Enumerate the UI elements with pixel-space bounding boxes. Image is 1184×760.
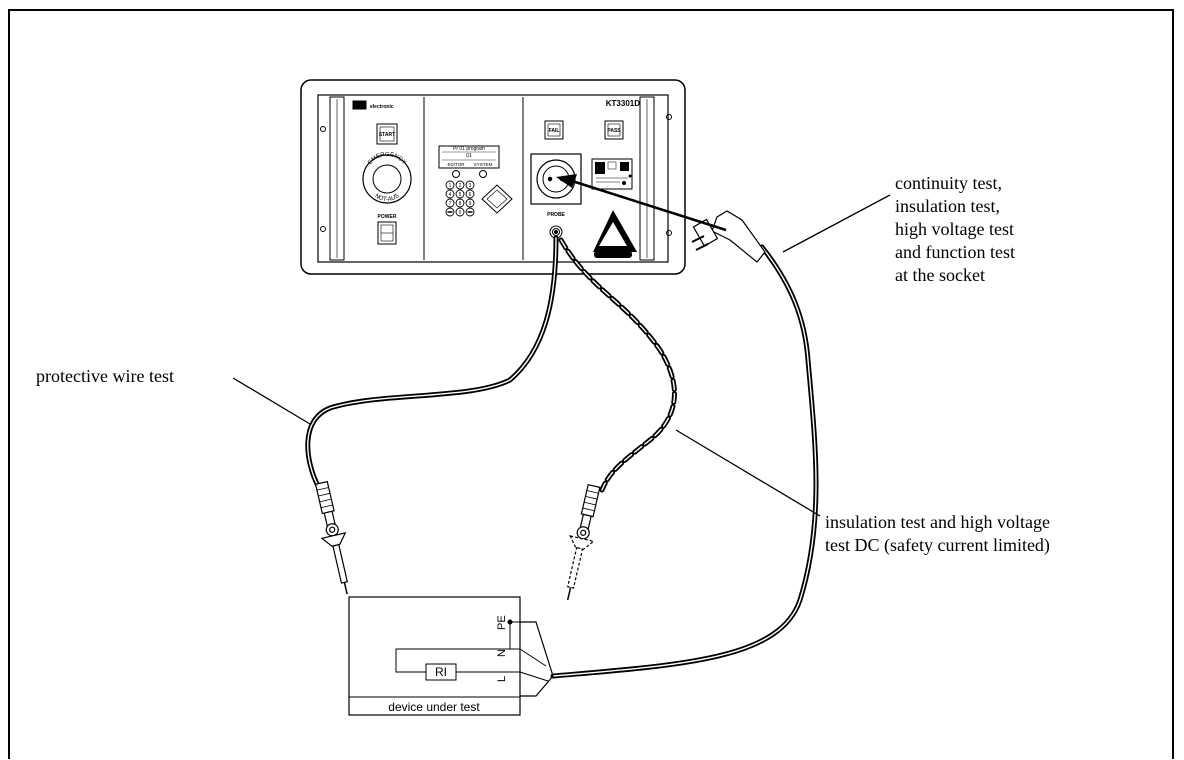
power-switch bbox=[377, 221, 397, 245]
diagram-frame bbox=[8, 9, 1174, 759]
brand-logo bbox=[352, 100, 367, 110]
keypad-key bbox=[445, 189, 455, 199]
terminal-pe: PE bbox=[496, 615, 508, 630]
protective-leader-line bbox=[232, 377, 311, 425]
device-under-test: device under test RI PE N L bbox=[348, 596, 554, 716]
keypad-key-label: 0 bbox=[459, 210, 462, 216]
mounting-hole bbox=[320, 126, 326, 132]
display-line-1: Pr 01 program bbox=[453, 146, 485, 152]
keypad: 1 2 3 4 5 6 7 8 9 0 bbox=[445, 180, 475, 217]
keypad-key bbox=[445, 207, 455, 217]
keypad-key bbox=[445, 198, 455, 208]
fail-label: FAIL bbox=[549, 128, 560, 134]
model-label: KT3301D bbox=[606, 99, 640, 108]
insulation-callout-line: test DC (safety current limited) bbox=[825, 535, 1050, 556]
mains-plug bbox=[691, 210, 766, 263]
socket-callout: continuity test, insulation test, high v… bbox=[895, 173, 1019, 285]
keypad-key-label: 4 bbox=[449, 192, 452, 198]
insulation-leader-line bbox=[675, 429, 821, 517]
test-instrument: electronic START EMERGENCY NOT-AUS POWER… bbox=[300, 79, 686, 275]
mounting-hole bbox=[666, 114, 672, 120]
editor-key bbox=[452, 170, 460, 178]
dut-caption: device under test bbox=[388, 700, 480, 714]
cables bbox=[305, 235, 819, 679]
keypad-key-label: 1 bbox=[449, 183, 452, 189]
mounting-hole bbox=[666, 230, 672, 236]
keypad-key-label: 8 bbox=[459, 201, 462, 207]
system-key-label: SYSTEM bbox=[474, 162, 493, 167]
keypad-key bbox=[455, 198, 465, 208]
rack-handle-left bbox=[329, 96, 345, 261]
plug-to-socket-arrow bbox=[556, 174, 727, 232]
hv-dc-test-cable bbox=[558, 237, 677, 493]
insulation-callout: insulation test and high voltage test DC… bbox=[825, 512, 1054, 556]
fail-indicator bbox=[544, 120, 564, 140]
cursor-keys bbox=[481, 184, 513, 214]
socket-callout-line: at the socket bbox=[895, 265, 985, 285]
start-button-label: START bbox=[379, 132, 395, 138]
keypad-key bbox=[455, 207, 465, 217]
keypad-key bbox=[445, 180, 455, 190]
keypad-key bbox=[465, 189, 475, 199]
socket-callout-line: high voltage test bbox=[895, 219, 1014, 239]
rack-handle-right bbox=[639, 96, 655, 261]
resistor-label: RI bbox=[435, 665, 447, 679]
protective-callout: protective wire test bbox=[36, 366, 174, 386]
dut-box bbox=[348, 596, 521, 716]
emergency-stop-outer bbox=[362, 154, 412, 204]
power-label: POWER bbox=[378, 214, 397, 220]
instrument-outer-frame bbox=[300, 79, 686, 275]
start-button bbox=[376, 123, 398, 145]
mains-cable bbox=[550, 244, 819, 679]
keypad-key-label: 6 bbox=[469, 192, 472, 198]
callout-leader-lines bbox=[232, 194, 891, 517]
protective-test-cable bbox=[305, 235, 559, 489]
keypad-key-label: 2 bbox=[459, 183, 462, 189]
keypad-key bbox=[465, 198, 475, 208]
keypad-key-label: 9 bbox=[469, 201, 472, 207]
keypad-key-label: 7 bbox=[449, 201, 452, 207]
emergency-stop-button bbox=[372, 164, 402, 194]
editor-key-label: EDITOR bbox=[448, 162, 466, 167]
keypad-key-label: 5 bbox=[459, 192, 462, 198]
test-probe-left bbox=[314, 480, 349, 595]
brand-text: electronic bbox=[370, 104, 394, 110]
terminal-l: L bbox=[496, 676, 508, 682]
test-probe-right bbox=[566, 483, 601, 601]
system-key bbox=[479, 170, 487, 178]
keypad-key bbox=[465, 207, 475, 217]
test-socket bbox=[530, 153, 582, 205]
pass-label: PASS bbox=[607, 128, 621, 134]
display-line-2: 01 bbox=[466, 153, 472, 159]
schematic-label-plate bbox=[591, 158, 633, 190]
display bbox=[438, 145, 500, 169]
terminal-n: N bbox=[496, 649, 508, 657]
not-aus-label: NOT-AUS bbox=[373, 193, 400, 203]
socket-leader-line bbox=[782, 194, 891, 253]
socket-callout-line: and function test bbox=[895, 242, 1015, 262]
socket-callout-line: insulation test, bbox=[895, 196, 1000, 216]
mounting-hole bbox=[320, 226, 326, 232]
socket-callout-line: continuity test, bbox=[895, 173, 1002, 193]
keypad-key-label: 3 bbox=[469, 183, 472, 189]
keypad-key bbox=[455, 180, 465, 190]
keypad-key bbox=[455, 189, 465, 199]
emergency-label: EMERGENCY bbox=[367, 152, 406, 166]
probe-label: PROBE bbox=[547, 212, 565, 218]
keypad-key bbox=[465, 180, 475, 190]
pass-indicator bbox=[604, 120, 624, 140]
instrument-front-panel bbox=[317, 94, 669, 263]
insulation-callout-line: insulation test and high voltage bbox=[825, 512, 1050, 532]
